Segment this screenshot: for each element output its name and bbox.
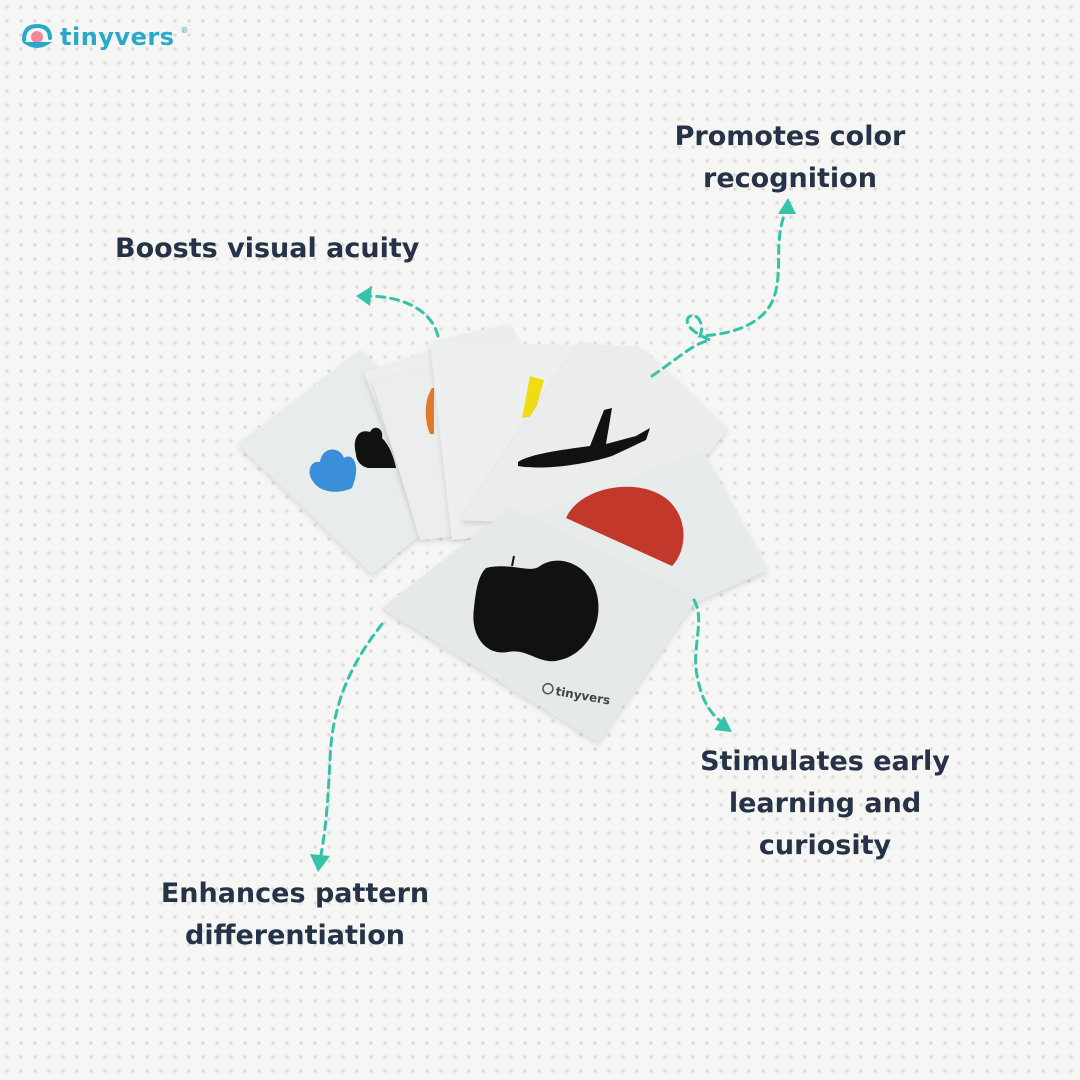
- arrow-to-visual-acuity: [364, 294, 440, 338]
- arrow-icon: [778, 198, 796, 214]
- feature-visual-acuity-text: Boosts visual acuity: [115, 233, 420, 264]
- arrow-to-early-learning: [692, 598, 726, 726]
- feature-pattern-line2: differentiation: [185, 920, 405, 951]
- brand-name: tinyvers: [60, 23, 175, 51]
- feature-color-recognition: Promotes color recognition: [650, 116, 930, 200]
- arrow-icon: [310, 854, 330, 872]
- feature-color-line1: Promotes color: [674, 121, 906, 152]
- feature-early-line3: curiosity: [758, 830, 892, 861]
- brand-logo: tinyvers ®: [20, 22, 188, 52]
- feature-pattern-line1: Enhances pattern: [160, 878, 430, 909]
- feature-early-line1: Stimulates early: [700, 746, 950, 777]
- arrow-icon: [714, 716, 732, 732]
- feature-pattern-differentiation: Enhances pattern differentiation: [140, 873, 450, 957]
- registered-mark: ®: [180, 26, 189, 35]
- card-black-apple-front: tinyvers: [382, 508, 696, 742]
- feature-visual-acuity: Boosts visual acuity: [115, 228, 435, 270]
- arrow-to-pattern: [318, 622, 384, 862]
- arrow-icon: [356, 286, 372, 306]
- feature-early-learning: Stimulates early learning and curiosity: [685, 741, 965, 867]
- tinyvers-logo-icon: [22, 23, 52, 48]
- arrow-to-color-recognition: [650, 208, 788, 378]
- feature-color-line2: recognition: [703, 163, 877, 194]
- feature-early-line2: learning and: [728, 788, 922, 819]
